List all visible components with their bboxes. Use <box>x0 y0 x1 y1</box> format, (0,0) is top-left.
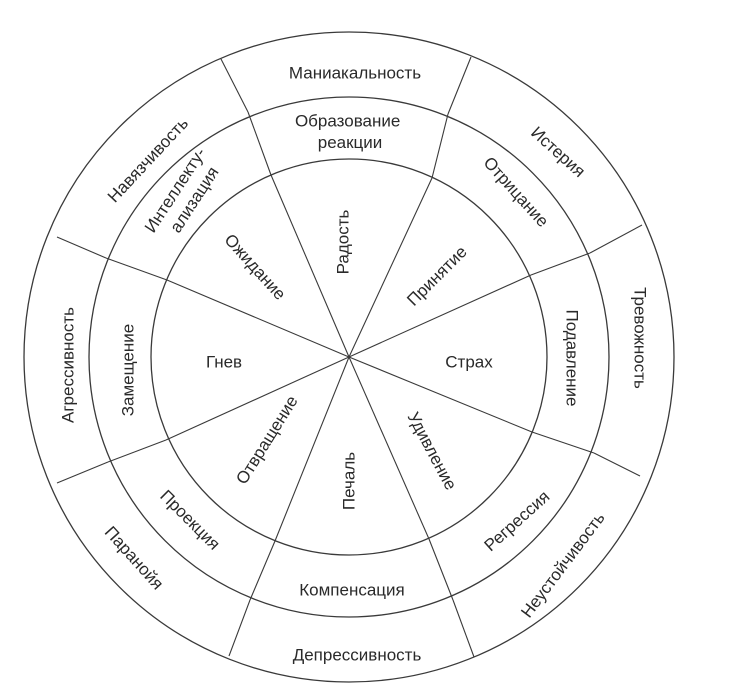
trait-depressiveness: Депрессивность <box>293 646 422 665</box>
middle-divider <box>249 540 276 601</box>
trait-maniac: Маниакальность <box>289 64 421 83</box>
defense-displacement: Замещение <box>119 324 138 416</box>
emotion-sadness: Печаль <box>340 452 359 510</box>
defense-line: Образование <box>295 111 400 130</box>
defense-repression: Подавление <box>563 309 582 406</box>
outer-divider <box>452 599 475 658</box>
inner-divider <box>270 174 350 358</box>
inner-divider <box>165 356 350 441</box>
outer-divider <box>228 599 251 657</box>
outer-ring <box>23 31 675 683</box>
outer-divider <box>589 224 643 254</box>
middle-divider <box>428 538 454 601</box>
emotion-fear: Страх <box>445 353 493 372</box>
outer-divider <box>56 236 107 259</box>
outer-dividers <box>56 56 643 658</box>
inner-divider <box>348 274 532 358</box>
outer-divider <box>593 452 641 477</box>
inner-divider <box>348 356 533 433</box>
middle-dividers <box>105 111 595 601</box>
trait-instability: Неустойчивость <box>517 509 609 622</box>
defense-regression: Регрессия <box>481 487 554 555</box>
inner-divider <box>348 356 430 540</box>
emotion-anticipation: Ожидание <box>221 230 290 304</box>
middle-divider <box>431 113 449 179</box>
outer-trait-labels: Маниакальность Истерия Тревожность Неуст… <box>59 64 650 665</box>
middle-ring <box>88 96 610 618</box>
middle-divider <box>531 431 595 454</box>
inner-dividers <box>165 174 533 542</box>
trait-aggressiveness: Агрессивность <box>59 307 78 423</box>
outer-divider <box>56 461 109 484</box>
inner-divider <box>166 279 350 358</box>
emotion-anger: Гнев <box>206 353 242 372</box>
inner-ring <box>150 158 548 556</box>
outer-divider <box>220 58 249 113</box>
trait-anxiety: Тревожность <box>631 287 650 389</box>
inner-divider <box>348 177 433 358</box>
defense-line: реакции <box>318 132 383 151</box>
emotion-joy: Радость <box>334 209 353 274</box>
middle-divider <box>107 439 167 463</box>
middle-divider <box>105 257 168 281</box>
outer-divider <box>447 56 472 115</box>
defense-projection: Проекция <box>156 486 224 554</box>
middle-divider <box>247 111 272 176</box>
trait-hysteria: Истерия <box>527 123 589 181</box>
inner-emotion-labels: Радость Принятие Страх Удивление Печаль … <box>206 209 493 510</box>
emotion-acceptance: Принятие <box>403 242 471 310</box>
defense-reaction-formation: Образование реакции <box>295 111 405 151</box>
emotion-disgust: Отвращение <box>232 392 301 487</box>
emotion-surprise: Удивление <box>404 409 461 493</box>
defense-compensation: Компенсация <box>299 581 405 600</box>
inner-divider <box>274 356 350 542</box>
middle-divider <box>530 252 591 276</box>
